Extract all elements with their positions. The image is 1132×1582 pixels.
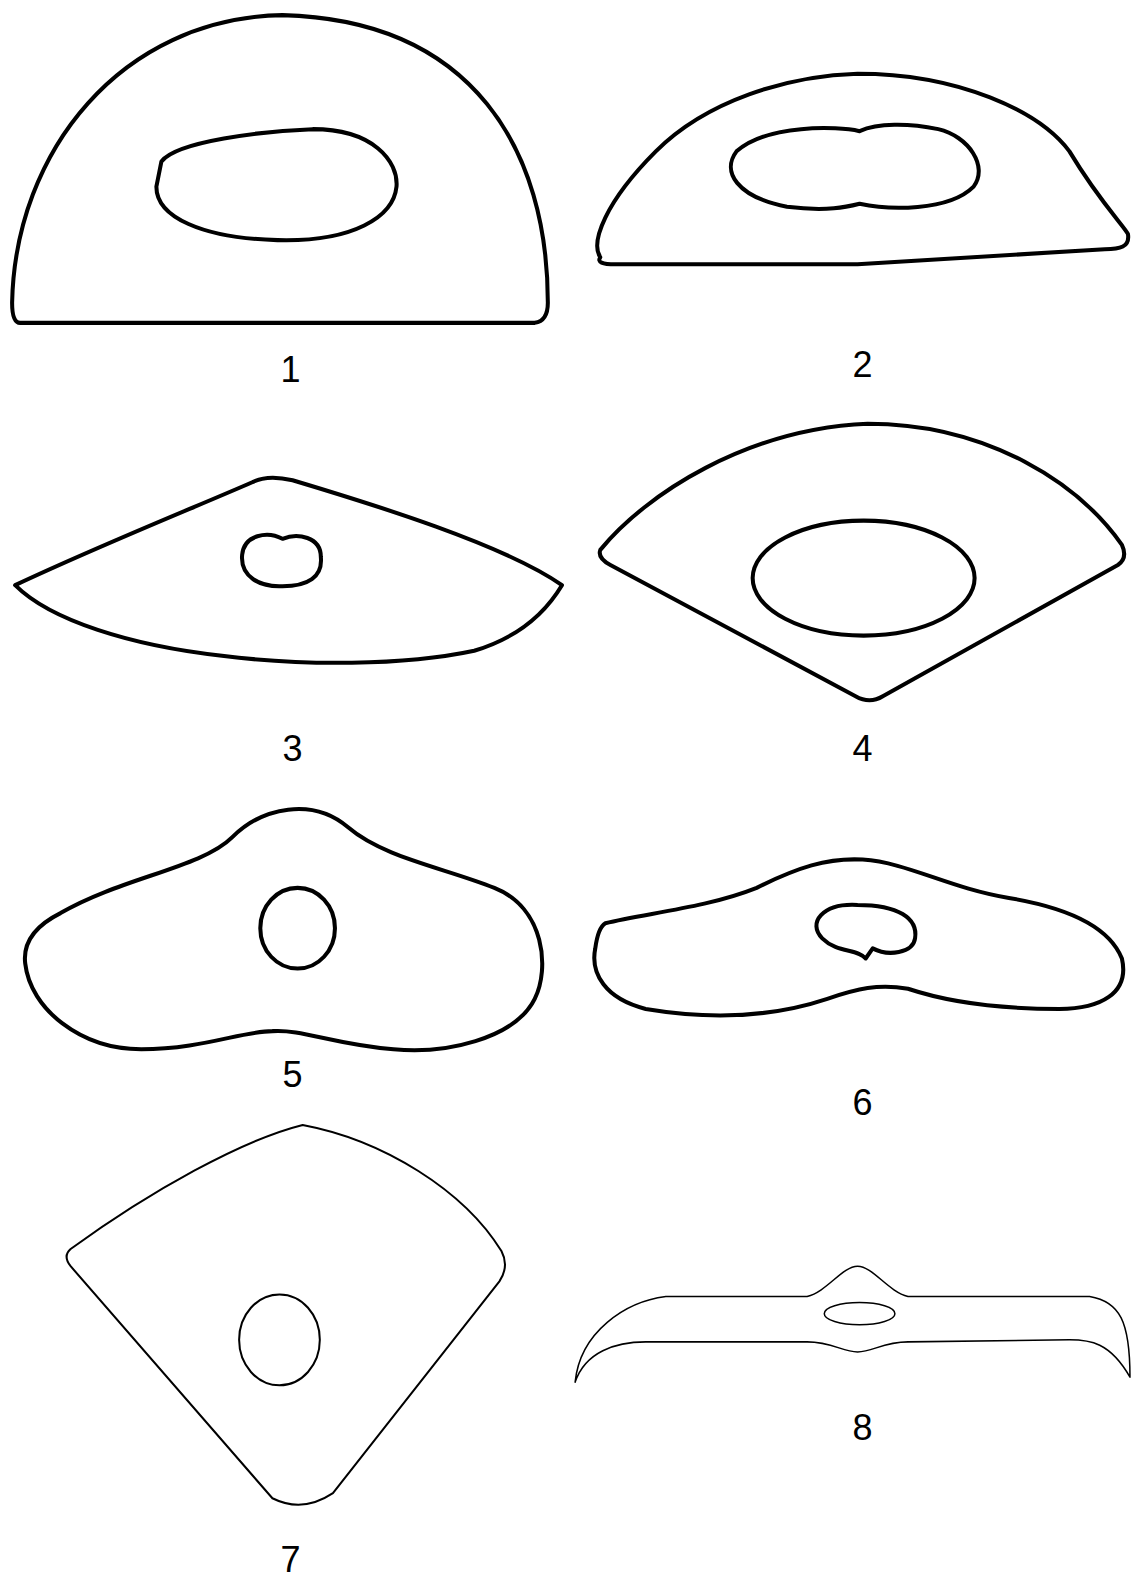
outer-outline: [15, 478, 562, 663]
inner-outline: [242, 535, 321, 586]
outer-outline: [575, 1266, 1130, 1382]
inner-outline: [816, 905, 915, 959]
inner-outline: [824, 1303, 895, 1325]
inner-outline: [239, 1294, 320, 1385]
outer-outline: [25, 809, 542, 1050]
figure-number: 4: [853, 731, 873, 767]
inner-outline: [156, 129, 396, 240]
inner-outline: [753, 521, 975, 636]
outer-outline: [594, 859, 1123, 1015]
outer-outline: [597, 74, 1128, 265]
figure-number: 7: [281, 1542, 301, 1578]
figure-number: 1: [281, 352, 301, 388]
figure-number: 6: [853, 1085, 873, 1121]
outer-outline: [600, 424, 1124, 700]
inner-outline: [731, 125, 979, 209]
figure-number: 5: [283, 1057, 303, 1093]
inner-outline: [260, 888, 335, 969]
outer-outline: [12, 15, 548, 323]
figure-number: 3: [283, 731, 303, 767]
figure-number: 2: [853, 347, 873, 383]
outer-outline: [67, 1125, 505, 1505]
figure-number: 8: [853, 1410, 873, 1446]
